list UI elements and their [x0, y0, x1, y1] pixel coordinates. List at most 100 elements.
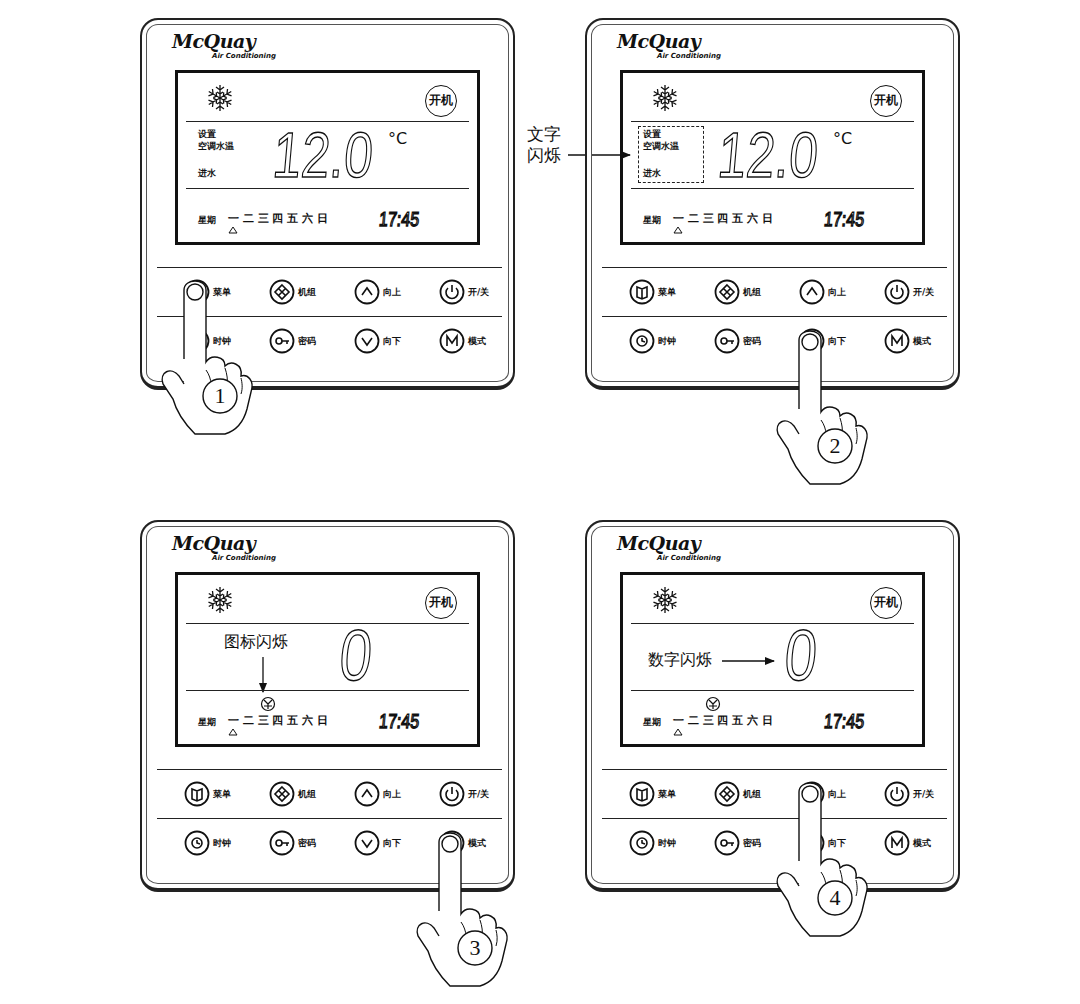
screen-divider	[186, 690, 469, 691]
panel-divider	[602, 818, 947, 819]
control-button: 机组	[269, 781, 318, 807]
control-button: 模式	[439, 830, 488, 856]
control-button: 机组	[714, 279, 763, 305]
button-label: 机组	[298, 288, 316, 297]
brand-logo: McQuay	[172, 32, 255, 51]
control-button: 密码	[714, 328, 763, 354]
panel-divider	[157, 316, 502, 317]
button-label: 菜单	[213, 790, 231, 799]
screen-label: 设置	[643, 130, 661, 139]
button-icon	[184, 781, 210, 807]
day-marker	[674, 227, 682, 233]
screen-label: 进水	[198, 169, 216, 178]
button-label: 模式	[913, 337, 931, 346]
button-icon	[884, 328, 910, 354]
weekday-row: 一 二 三 四 五 六 日	[673, 715, 773, 726]
brand-subtitle: Air Conditioning	[657, 53, 721, 60]
weekday-row: 一 二 三 四 五 六 日	[228, 213, 328, 224]
button-icon	[799, 279, 825, 305]
callout-number: 1	[203, 379, 237, 413]
screen-label: 进水	[643, 169, 661, 178]
control-button: 机组	[714, 781, 763, 807]
button-label: 向上	[383, 288, 401, 297]
clock-digits: 17:45	[823, 209, 865, 229]
weekday-label: 星期	[198, 216, 216, 225]
weekday-label: 星期	[643, 718, 661, 727]
controller-panel: McQuayAir Conditioning设置空调水温进水12.0°C星期一 …	[140, 18, 515, 390]
weekday-label: 星期	[643, 216, 661, 225]
button-label: 时钟	[658, 839, 676, 848]
button-label: 向上	[828, 790, 846, 799]
weekday-row: 一 二 三 四 五 六 日	[673, 213, 773, 224]
pointing-hand	[162, 281, 252, 434]
screen-divider	[186, 121, 469, 122]
screen-divider	[186, 188, 469, 189]
button-label: 密码	[743, 839, 761, 848]
weekday-label: 星期	[198, 718, 216, 727]
control-button: 密码	[714, 830, 763, 856]
lcd-screen: 0星期一 二 三 四 五 六 日17:45开机	[175, 572, 480, 747]
callout-number: 2	[818, 429, 852, 463]
control-button: 模式	[439, 328, 488, 354]
control-button: 开/关	[439, 781, 492, 807]
button-label: 机组	[743, 790, 761, 799]
button-icon	[799, 781, 825, 807]
button-icon	[799, 328, 825, 354]
leader-arrow	[722, 660, 774, 661]
control-button: 向上	[354, 781, 403, 807]
day-marker	[674, 729, 682, 735]
temperature-digits: 12.0	[715, 123, 820, 187]
control-button: 开/关	[884, 781, 937, 807]
button-label: 开/关	[913, 790, 934, 799]
button-icon	[354, 781, 380, 807]
day-marker	[229, 227, 237, 233]
power-status-circle: 开机	[425, 587, 457, 619]
button-icon	[884, 781, 910, 807]
screen-divider	[631, 188, 914, 189]
button-label: 向下	[383, 337, 401, 346]
status-text: 开机	[871, 588, 901, 617]
power-status-circle: 开机	[870, 85, 902, 117]
control-button: 菜单	[184, 781, 233, 807]
panel-divider	[602, 316, 947, 317]
weekday-row: 一 二 三 四 五 六 日	[228, 715, 328, 726]
button-icon	[629, 830, 655, 856]
screen-divider	[631, 623, 914, 624]
button-icon	[439, 781, 465, 807]
button-icon	[184, 830, 210, 856]
power-status-circle: 开机	[870, 587, 902, 619]
control-button: 时钟	[629, 328, 678, 354]
button-icon	[184, 328, 210, 354]
pointing-hand	[777, 331, 867, 484]
control-button: 向上	[799, 781, 848, 807]
screen-divider	[186, 623, 469, 624]
button-label: 密码	[298, 839, 316, 848]
control-button: 菜单	[629, 279, 678, 305]
annotation-text: 图标闪烁	[224, 634, 288, 650]
control-button: 密码	[269, 830, 318, 856]
panel-divider	[157, 267, 502, 268]
leader-arrow	[262, 657, 263, 692]
button-label: 模式	[913, 839, 931, 848]
button-label: 时钟	[658, 337, 676, 346]
button-label: 模式	[468, 839, 486, 848]
control-button: 菜单	[629, 781, 678, 807]
control-button: 时钟	[184, 830, 233, 856]
snowflake-icon	[649, 82, 681, 114]
snowflake-icon	[204, 584, 236, 616]
screen-label: 空调水温	[198, 142, 234, 151]
button-icon	[354, 279, 380, 305]
button-icon	[354, 328, 380, 354]
annotation-text: 数字闪烁	[648, 652, 712, 668]
snowflake-icon	[649, 584, 681, 616]
lcd-screen: 设置空调水温进水12.0°C星期一 二 三 四 五 六 日17:45开机	[175, 70, 480, 245]
fan-icon	[705, 696, 721, 712]
day-marker	[229, 729, 237, 735]
panel-divider	[157, 818, 502, 819]
fan-icon	[260, 696, 276, 712]
button-icon	[269, 328, 295, 354]
button-icon	[884, 830, 910, 856]
control-button: 开/关	[439, 279, 492, 305]
button-label: 向上	[383, 790, 401, 799]
button-icon	[269, 781, 295, 807]
